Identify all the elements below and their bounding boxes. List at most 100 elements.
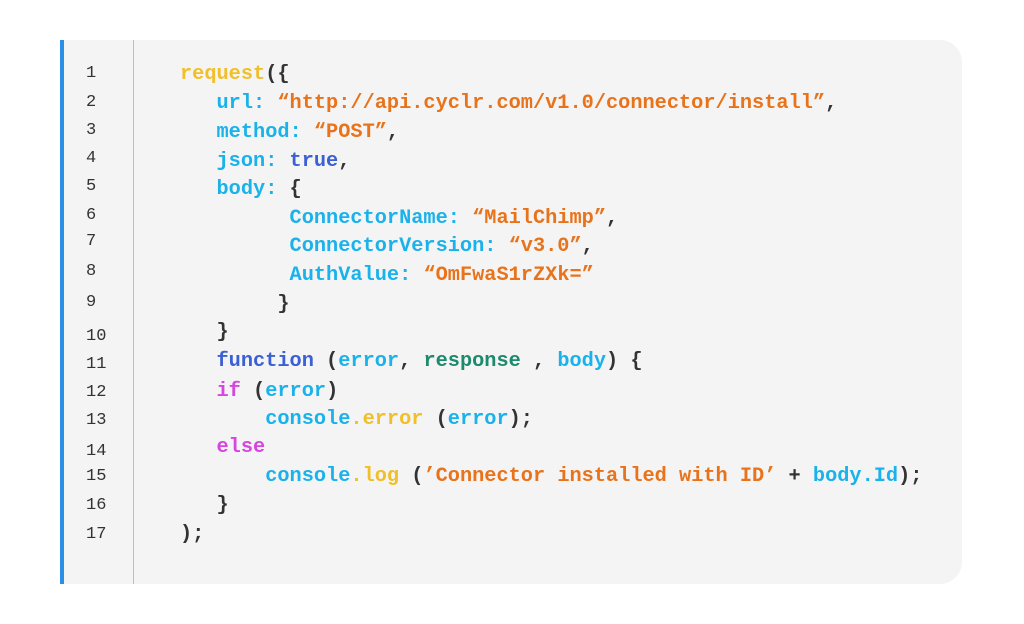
identifier-token: console [265,465,351,488]
line-number: 16 [86,496,107,515]
code-line: AuthValue: “OmFwaS1rZXk=” [180,264,594,288]
punctuation-token: ( [399,465,424,488]
identifier-token: AuthValue: [289,264,412,287]
line-number: 4 [86,149,97,168]
identifier-token: error [338,350,400,373]
identifier-token: body [557,350,607,373]
method-token: .log [350,465,400,488]
line-number: 6 [86,206,97,225]
whitespace [180,150,217,173]
whitespace [180,235,290,258]
whitespace [496,235,508,258]
punctuation-token: , [520,350,558,373]
identifier-token: url: [216,92,266,115]
identifier-token: ConnectorVersion: [289,235,497,258]
line-number: 12 [86,383,107,402]
code-line: method: “POST”, [180,121,400,145]
code-line: body: { [180,178,302,202]
line-number: 5 [86,177,97,196]
punctuation-token: ) { [606,350,643,373]
whitespace [180,408,265,431]
whitespace [277,178,289,201]
identifier-token: body: [216,178,278,201]
keyword-token: true [289,150,339,173]
line-number: 10 [86,327,107,346]
punctuation-token: ( [313,350,339,373]
code-line: if (error) [180,380,339,404]
code-line: } [180,494,229,518]
string-token: ’Connector installed with ID’ [423,465,777,488]
identifier-token: body.Id [812,465,899,488]
identifier-token: error [447,408,509,431]
code-line: ConnectorVersion: “v3.0”, [180,235,594,259]
identifier-token: method: [216,121,302,144]
punctuation-token: + [776,465,813,488]
line-number: 14 [86,442,107,461]
punctuation-token: ) [326,380,339,403]
code-line: url: “http://api.cyclr.com/v1.0/connecto… [180,92,838,116]
line-number: 3 [86,121,97,140]
line-number: 1 [86,64,97,83]
code-line: ); [180,523,204,547]
punctuation-token: { [289,178,302,201]
punctuation-token: ({ [265,63,290,86]
whitespace [277,150,289,173]
whitespace [302,121,314,144]
line-number: 15 [86,467,107,486]
code-line: console.error (error); [180,408,533,432]
whitespace [180,293,277,316]
whitespace [180,264,290,287]
control-keyword-token: else [216,436,266,459]
code-line: request({ [180,63,290,87]
string-token: “MailChimp” [472,207,606,230]
line-number: 13 [86,411,107,430]
function-name-token: request [180,63,266,86]
whitespace [180,207,290,230]
punctuation-token: , [606,207,619,230]
whitespace [180,321,217,344]
code-line: } [180,321,229,345]
punctuation-token: ); [898,465,923,488]
code-line: ConnectorName: “MailChimp”, [180,207,619,231]
identifier-token: json: [216,150,278,173]
code-line: json: true, [180,150,351,174]
whitespace [180,121,217,144]
punctuation-token: ( [423,408,448,431]
line-number: 2 [86,93,97,112]
punctuation-token: } [277,293,290,316]
method-token: .error [350,408,424,431]
identifier-token: error [265,380,327,403]
code-line: console.log (’Connector installed with I… [180,465,922,489]
line-number: 11 [86,355,107,374]
whitespace [411,264,423,287]
whitespace [460,207,472,230]
string-token: “http://api.cyclr.com/v1.0/connector/ins… [277,92,826,115]
line-number: 17 [86,525,107,544]
code-line: else [180,436,266,460]
code-block-accent-bar [60,40,64,584]
whitespace [265,92,277,115]
line-number: 7 [86,232,97,251]
punctuation-token: ); [180,523,205,546]
punctuation-token: } [216,494,229,517]
line-number: 9 [86,293,97,312]
identifier-token: ConnectorName: [289,207,460,230]
parameter-token: response [423,350,521,373]
punctuation-token: ); [508,408,533,431]
line-number: 8 [86,262,97,281]
string-token: “OmFwaS1rZXk=” [423,264,594,287]
code-line: } [180,293,290,317]
whitespace [180,178,217,201]
control-keyword-token: if [216,380,241,403]
whitespace [180,494,217,517]
code-block-panel [60,40,962,584]
punctuation-token: ( [240,380,266,403]
punctuation-token: } [216,321,229,344]
keyword-token: function [216,350,314,373]
punctuation-token: , [386,121,400,144]
whitespace [180,350,217,373]
punctuation-token: , [581,235,594,258]
string-token: “v3.0” [508,235,582,258]
punctuation-token: , [338,150,351,173]
whitespace [180,465,265,488]
